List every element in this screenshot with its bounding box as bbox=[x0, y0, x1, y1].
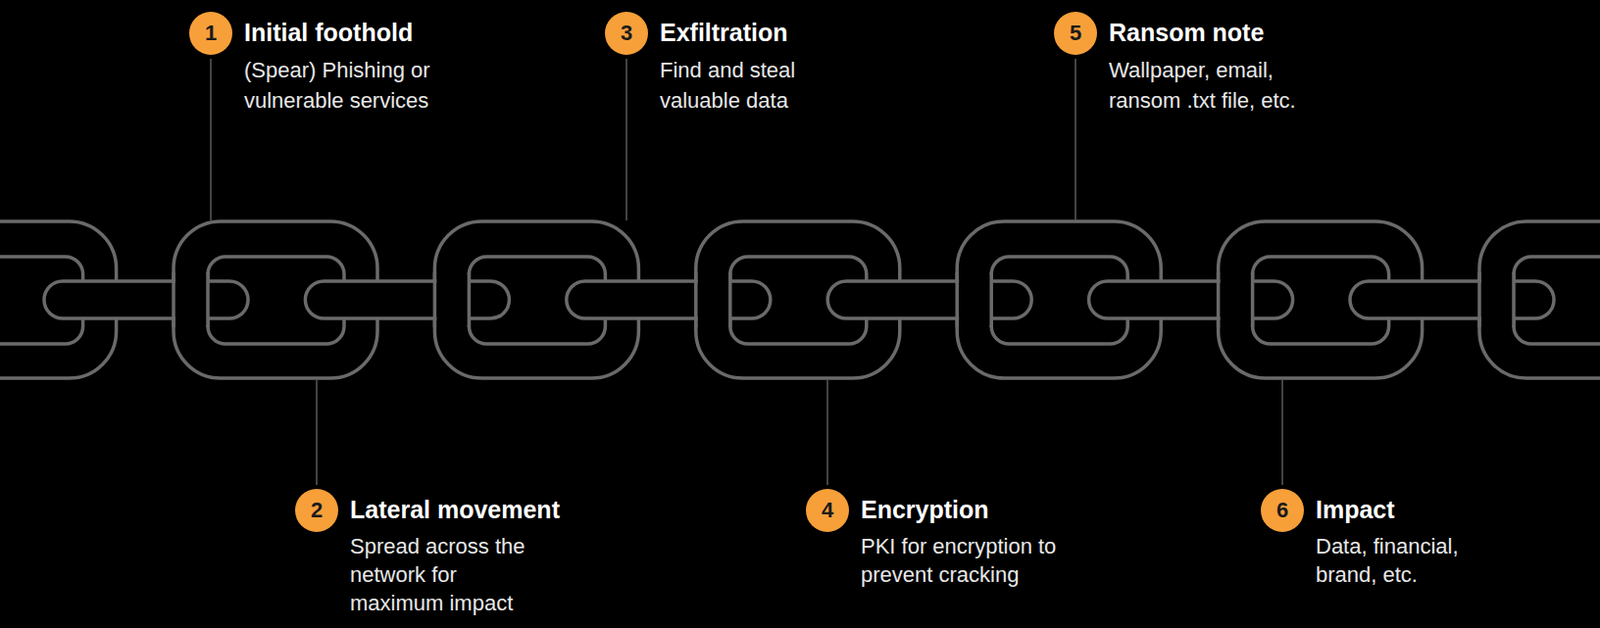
callout-number: 2 bbox=[295, 489, 339, 533]
chain-link-bar bbox=[436, 274, 469, 326]
callout-number: 6 bbox=[1260, 489, 1304, 533]
chain-link-edge bbox=[205, 272, 210, 328]
chain-link-bar bbox=[1220, 274, 1253, 326]
leader-line bbox=[1281, 380, 1284, 486]
callout-number: 5 bbox=[1053, 11, 1098, 55]
leader-line bbox=[625, 58, 628, 221]
chain-flat-link bbox=[827, 281, 1032, 319]
step-circle: 2Lateral movementSpread across the netwo… bbox=[295, 489, 339, 533]
chain-link-bar bbox=[1481, 274, 1514, 326]
step-heading: Exfiltration bbox=[659, 17, 789, 48]
step-heading: Lateral movement bbox=[350, 495, 560, 525]
step-circle: 3ExfiltrationFind and steal valuable dat… bbox=[604, 11, 649, 55]
chain-flat-link bbox=[566, 281, 771, 319]
chain-flat-link bbox=[1350, 281, 1554, 319]
step-heading: Initial foothold bbox=[244, 17, 413, 48]
callout-number: 1 bbox=[189, 11, 233, 55]
chain-link-edge bbox=[728, 272, 733, 328]
step-description: Wallpaper, email, ransom .txt file, etc. bbox=[1108, 54, 1345, 116]
chain-link-bar bbox=[958, 274, 992, 326]
step-heading: Encryption bbox=[860, 495, 990, 525]
chain-link-bar bbox=[175, 274, 208, 326]
step-heading: Ransom note bbox=[1108, 17, 1264, 48]
callout-number: 4 bbox=[805, 489, 850, 533]
chain-flat-link bbox=[44, 281, 249, 319]
chain-link-edge bbox=[694, 272, 699, 328]
step-circle: 6ImpactData, financial, brand, etc. bbox=[1260, 489, 1304, 533]
chain-link-edge bbox=[989, 272, 994, 328]
chain-link-bar bbox=[698, 274, 731, 326]
step-circle: 5Ransom noteWallpaper, email, ransom .tx… bbox=[1053, 11, 1098, 55]
chain-link-edge bbox=[954, 272, 959, 328]
step-description: (Spear) Phishing or vulnerable services bbox=[244, 54, 470, 116]
step-circle: 1Initial foothold(Spear) Phishing or vul… bbox=[189, 11, 233, 55]
leader-line bbox=[315, 380, 318, 486]
step-heading: Impact bbox=[1315, 495, 1396, 525]
step-description: Find and steal valuable data bbox=[659, 54, 827, 116]
chain-link-edge bbox=[467, 272, 472, 328]
chain-link-edge bbox=[1511, 272, 1516, 328]
step-description: PKI for encryption to prevent cracking bbox=[860, 532, 1077, 590]
callout-number: 3 bbox=[604, 11, 649, 55]
leader-line bbox=[209, 58, 212, 221]
leader-line bbox=[1074, 58, 1077, 221]
chain-link-edge bbox=[1216, 272, 1221, 328]
step-description: Spread across the network for maximum im… bbox=[350, 532, 537, 618]
chain-link-edge bbox=[1477, 272, 1482, 328]
step-circle: 4EncryptionPKI for encryption to prevent… bbox=[805, 489, 850, 533]
leader-line bbox=[826, 380, 829, 486]
chain-link-edge bbox=[171, 272, 176, 328]
chain-flat-link bbox=[304, 281, 509, 319]
step-description: Data, financial, brand, etc. bbox=[1315, 532, 1488, 590]
chain-link-edge bbox=[433, 272, 438, 328]
chain-flat-link bbox=[1089, 281, 1294, 319]
chain-link-edge bbox=[1250, 272, 1255, 328]
